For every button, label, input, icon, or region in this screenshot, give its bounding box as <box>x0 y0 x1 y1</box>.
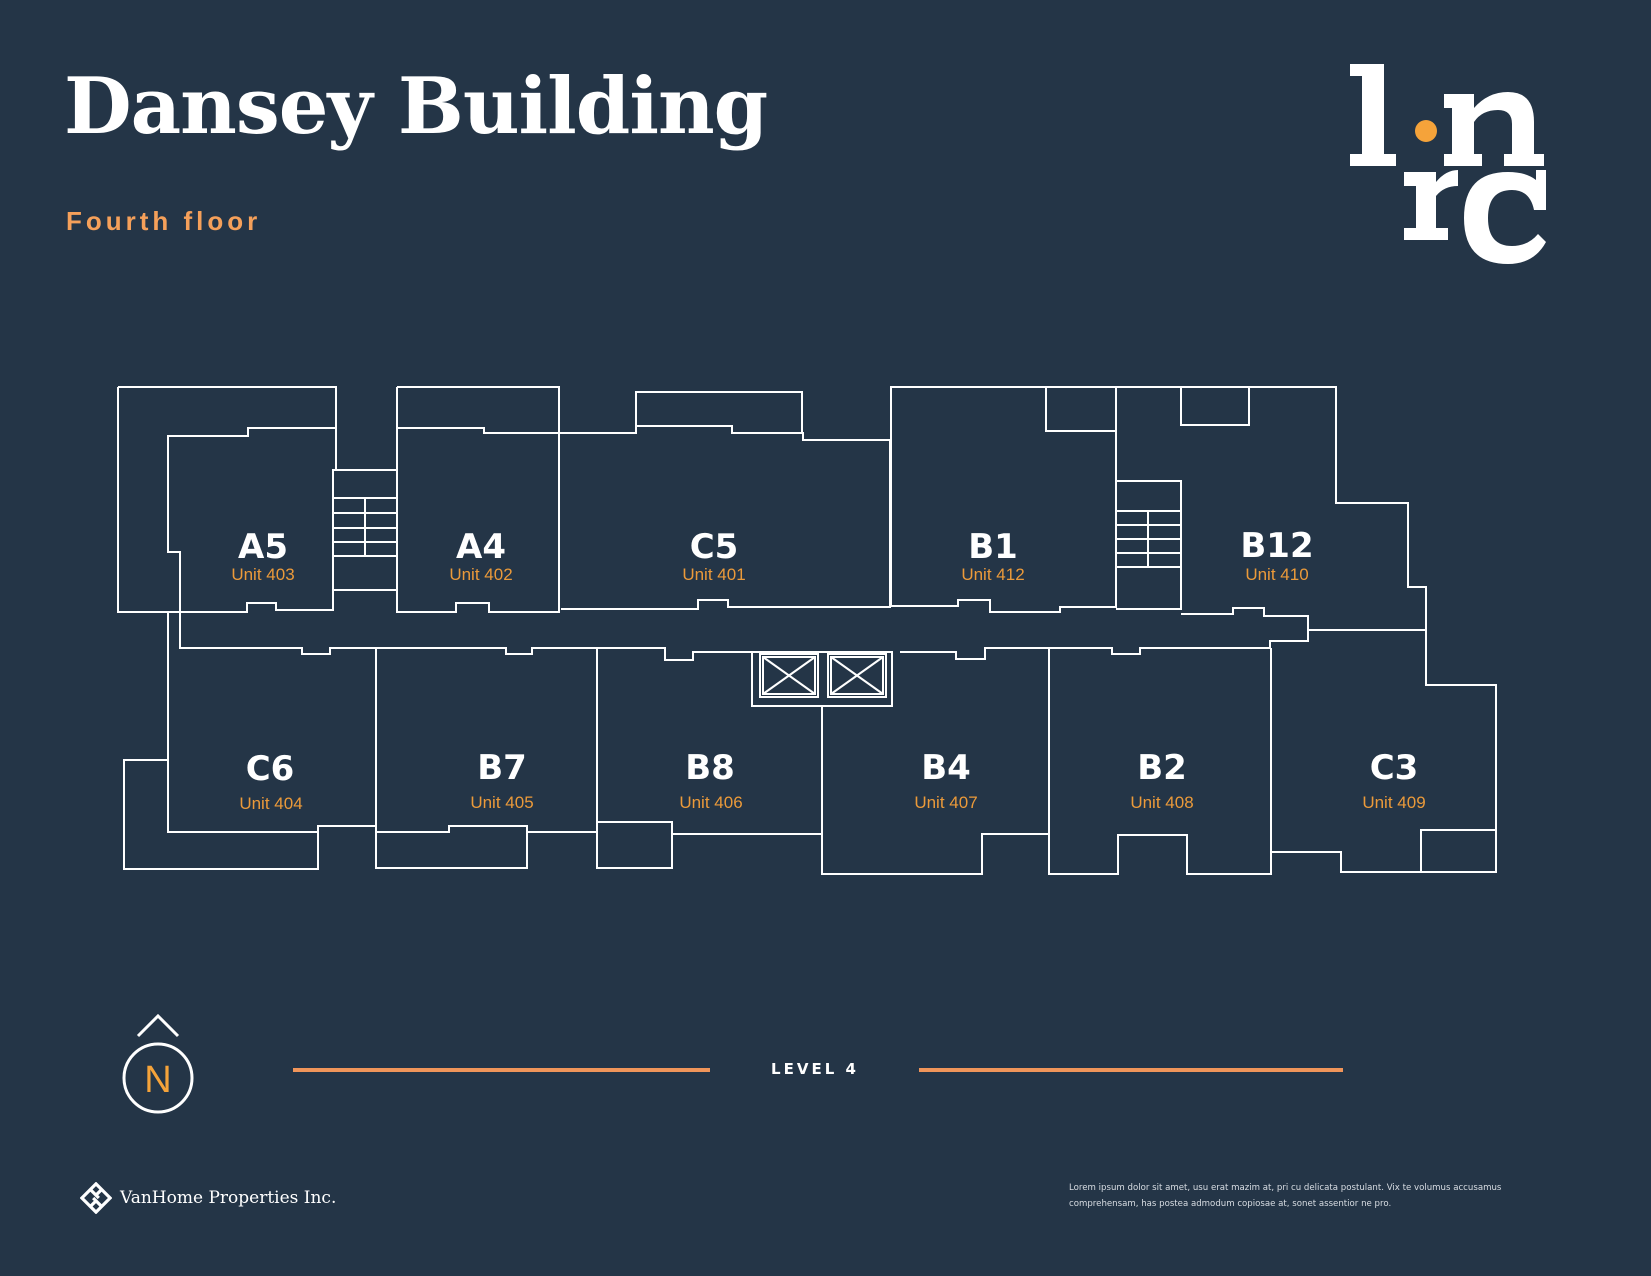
unit-number: Unit 404 <box>239 794 302 813</box>
unit-number: Unit 408 <box>1130 793 1193 812</box>
level-divider-left <box>293 1068 710 1072</box>
unit-code: B8 <box>685 748 735 788</box>
unit-number: Unit 406 <box>679 793 742 812</box>
unit-code: C5 <box>690 527 739 567</box>
north-compass-icon: N <box>122 1013 194 1114</box>
unit-b2[interactable]: B2 Unit 408 <box>1130 748 1193 812</box>
unit-number: Unit 401 <box>682 565 745 584</box>
unit-code: A5 <box>238 527 288 567</box>
lnrc-logo-icon <box>1350 64 1546 264</box>
unit-number: Unit 407 <box>914 793 977 812</box>
unit-code: B2 <box>1137 748 1187 788</box>
page-title: Dansey Building <box>64 61 768 152</box>
unit-code: B12 <box>1240 526 1313 566</box>
unit-number: Unit 402 <box>449 565 512 584</box>
disclaimer-text: Lorem ipsum dolor sit amet, usu erat maz… <box>1069 1183 1502 1209</box>
floorplan-walls <box>117 386 1497 875</box>
unit-number: Unit 409 <box>1362 793 1425 812</box>
unit-code: C6 <box>246 749 295 789</box>
compass-letter: N <box>144 1059 171 1101</box>
north-compass: N <box>118 1012 198 1116</box>
unit-b7[interactable]: B7 Unit 405 <box>470 748 533 812</box>
unit-code: B7 <box>477 748 527 788</box>
level-label: LEVEL 4 <box>771 1060 859 1078</box>
unit-a4[interactable]: A4 Unit 402 <box>449 527 512 584</box>
unit-b1[interactable]: B1 Unit 412 <box>961 527 1024 584</box>
unit-b12[interactable]: B12 Unit 410 <box>1240 526 1313 584</box>
level-divider-right <box>919 1068 1343 1072</box>
unit-a5[interactable]: A5 Unit 403 <box>231 527 294 584</box>
unit-number: Unit 410 <box>1245 565 1308 584</box>
unit-number: Unit 412 <box>961 565 1024 584</box>
unit-code: B1 <box>968 527 1018 567</box>
unit-code: B4 <box>921 748 971 788</box>
unit-b4[interactable]: B4 Unit 407 <box>914 748 977 812</box>
brand-name: VanHome Properties Inc. <box>120 1188 337 1208</box>
unit-c5[interactable]: C5 Unit 401 <box>682 527 745 584</box>
unit-number: Unit 405 <box>470 793 533 812</box>
unit-b8[interactable]: B8 Unit 406 <box>679 748 742 812</box>
brand: VanHome Properties Inc. <box>80 1182 336 1214</box>
unit-number: Unit 403 <box>231 565 294 584</box>
unit-code: A4 <box>456 527 506 567</box>
vanhome-logo-icon <box>80 1182 112 1214</box>
unit-c6[interactable]: C6 Unit 404 <box>239 749 302 813</box>
floor-subtitle: Fourth floor <box>66 206 262 236</box>
unit-code: C3 <box>1370 748 1419 788</box>
unit-c3[interactable]: C3 Unit 409 <box>1362 748 1425 812</box>
